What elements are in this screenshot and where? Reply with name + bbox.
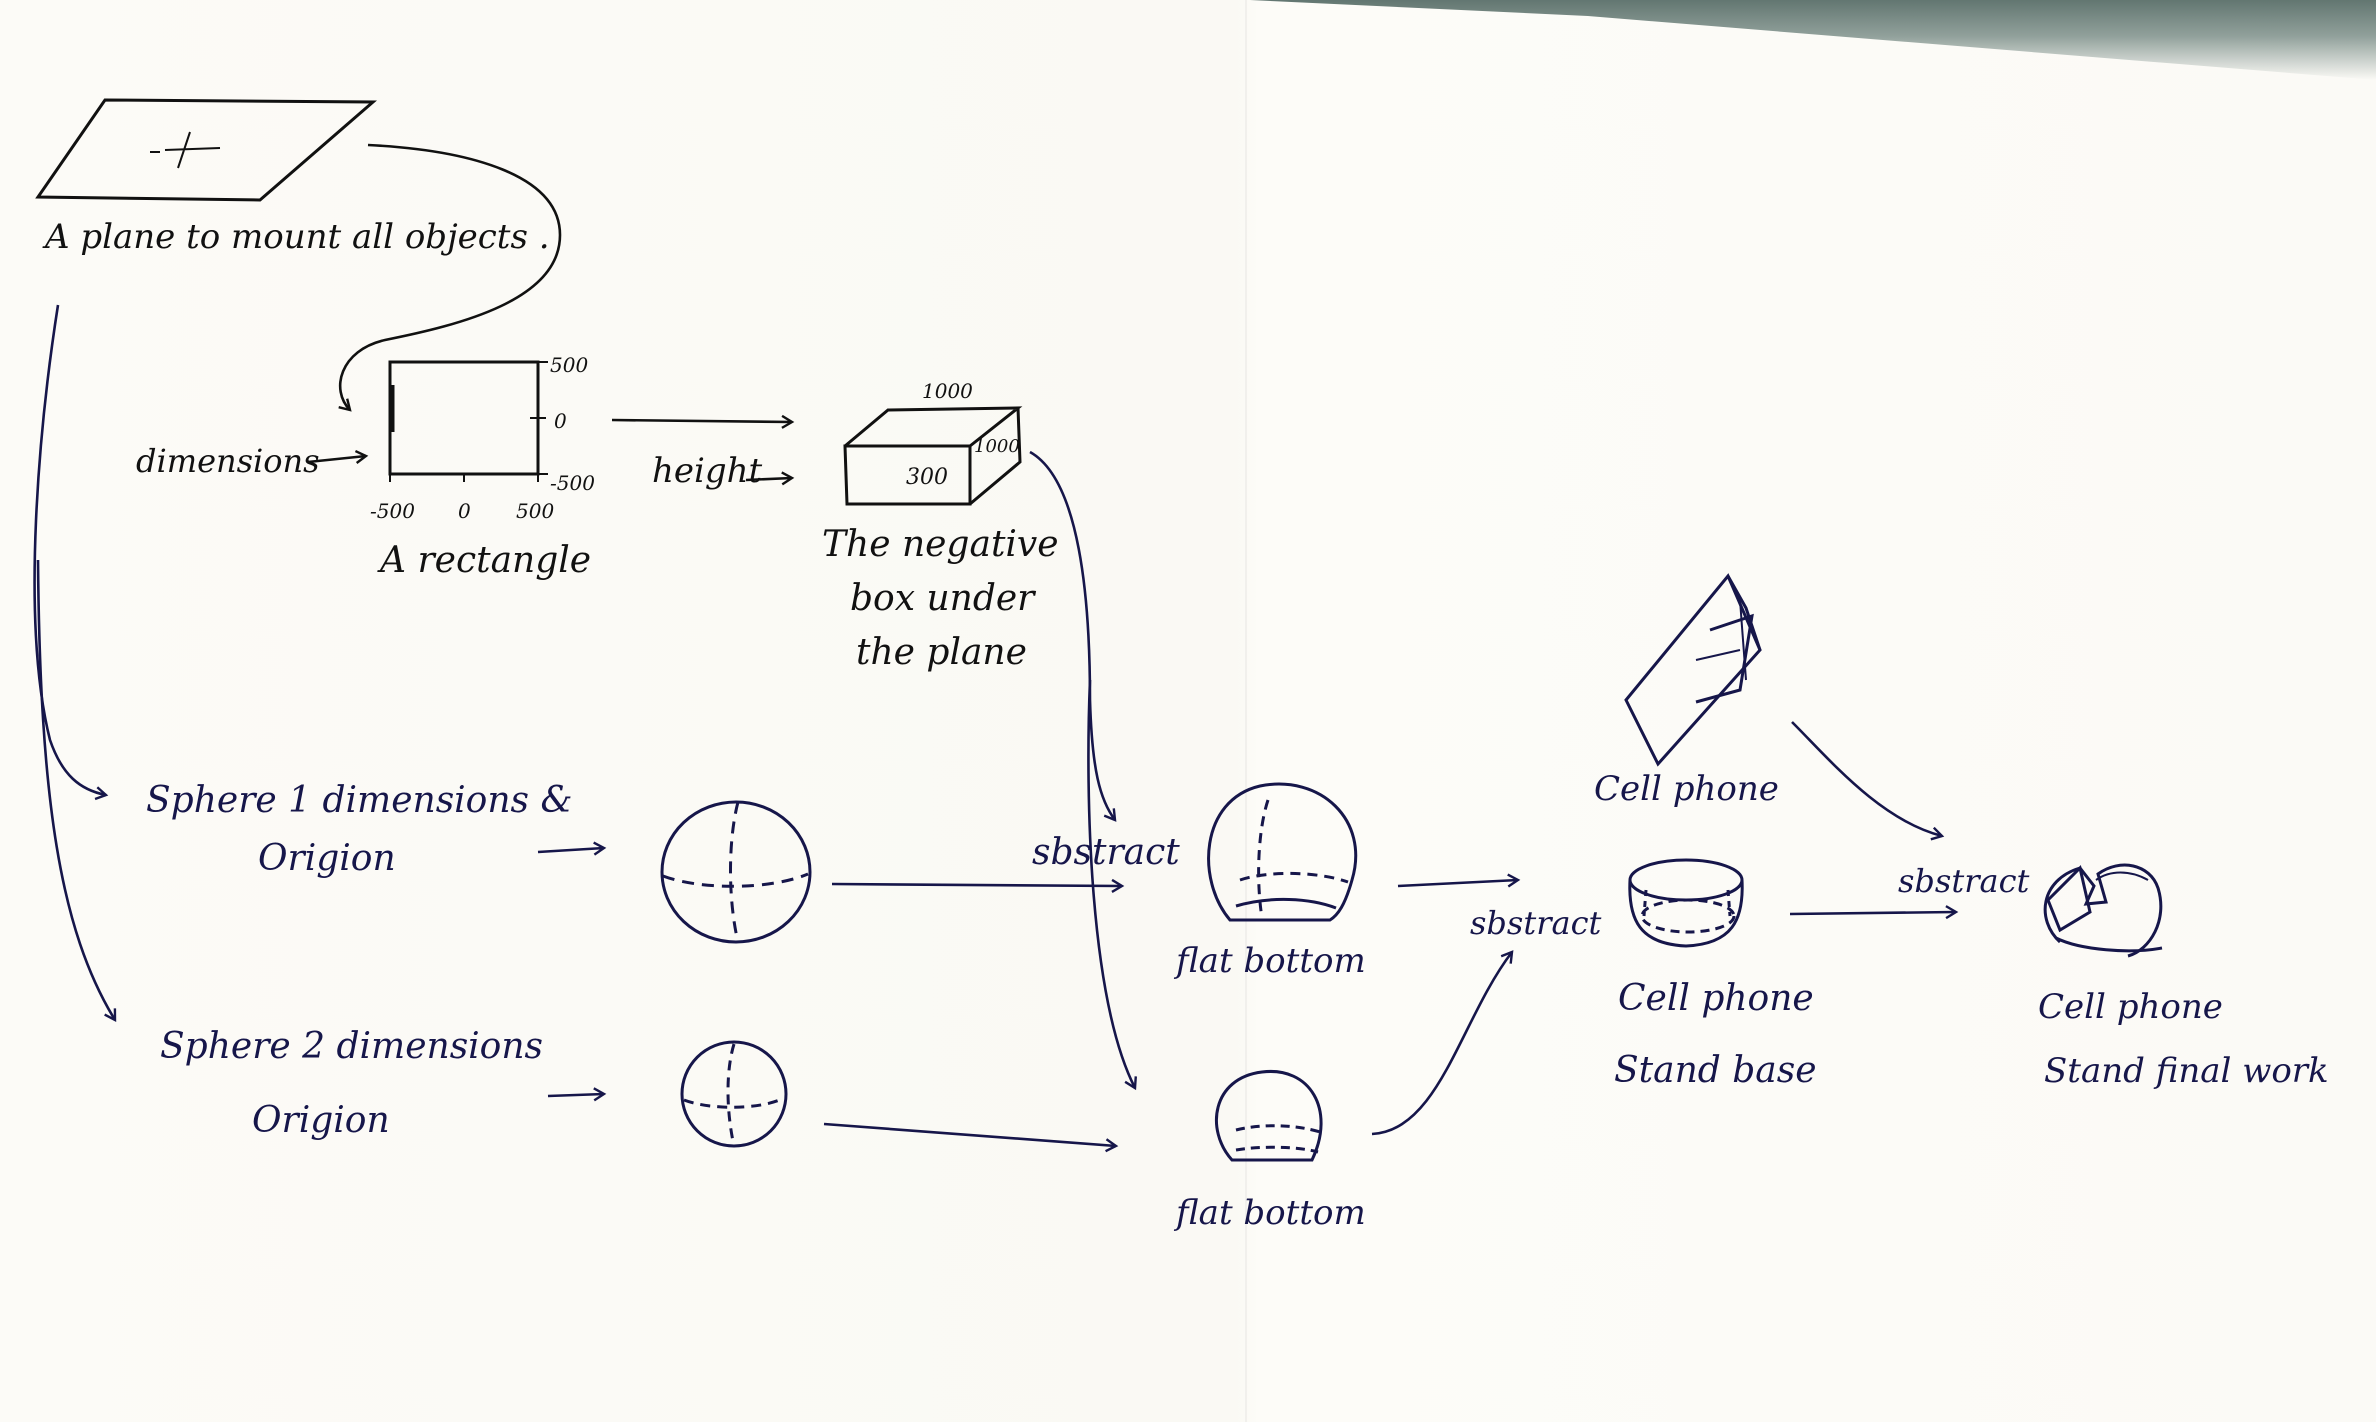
sphere1-to-flat-bottom-arrow: [831, 878, 1125, 893]
sphere2-label-1: Sphere 2 dimensions: [160, 1026, 543, 1067]
dimensions-arrow: [307, 449, 369, 464]
stand-base-label-2: Stand base: [1614, 1050, 1817, 1091]
plane-to-sphere2-arrow: [36, 559, 117, 1022]
sphere1-drawing: [660, 800, 812, 944]
box-to-flat-bottom-1-arrow: [1029, 450, 1117, 822]
box-to-flat-bottom-2-arrow: [1087, 679, 1137, 1091]
rectangle-to-box-arrow: [611, 414, 795, 429]
sphere2-to-flat-bottom-arrow: [823, 1122, 1119, 1153]
negative-box-label-3: the plane: [856, 632, 1027, 673]
sphere2-drawing: [680, 1040, 788, 1148]
rectangle-drawing: [388, 360, 548, 482]
sphere2-label-arrow: [547, 1087, 607, 1102]
paper-fold: [1245, 0, 1247, 1422]
rect-x-mid: 0: [458, 499, 471, 523]
flat-bottom-2-to-base-arrow: [1371, 950, 1514, 1136]
flat-bottom-1-label: flat bottom: [1173, 941, 1366, 981]
height-label: height: [652, 451, 763, 491]
cell-phone-drawing: [1624, 573, 1762, 767]
negative-box-label-1: The negative: [822, 524, 1059, 565]
rect-tick-bottom: -500: [550, 471, 595, 495]
box-front-label: 300: [906, 465, 948, 490]
sphere1-label-2: Origion: [258, 838, 396, 879]
plane-to-sphere1-arrow: [33, 304, 109, 801]
final-label-2: Stand final work: [2044, 1051, 2329, 1091]
dimensions-label: dimensions: [136, 442, 320, 480]
final-work-drawing: [2043, 863, 2163, 958]
sphere1-label-arrow: [537, 841, 607, 856]
stand-base-label-1: Cell phone: [1618, 978, 1814, 1019]
flat-bottom-2-drawing: [1215, 1069, 1323, 1162]
sphere1-label-1: Sphere 1 dimensions &: [146, 780, 573, 821]
box-top-label: 1000: [922, 379, 973, 403]
rectangle-label: A rectangle: [377, 540, 591, 581]
base-to-final-arrow: [1789, 905, 1959, 920]
height-arrow: [745, 471, 795, 486]
rect-x-left: -500: [370, 499, 415, 523]
flat-bottom-1-to-base-arrow: [1397, 873, 1521, 888]
flat-bottom-2-label: flat bottom: [1173, 1193, 1366, 1233]
subtract-label-3: sbstract: [1898, 862, 2029, 900]
negative-box-drawing: [843, 406, 1023, 506]
flat-bottom-1-drawing: [1207, 782, 1358, 922]
cell-phone-to-final-arrow: [1791, 721, 1945, 841]
plane-label: A plane to mount all objects .: [42, 217, 550, 257]
rect-tick-mid: 0: [554, 409, 567, 433]
box-side-label: 1000: [974, 436, 1020, 457]
stand-base-drawing: [1628, 858, 1744, 948]
sphere2-label-2: Origion: [252, 1100, 390, 1141]
rect-x-right: 500: [516, 499, 554, 523]
rect-tick-top: 500: [550, 353, 588, 377]
cell-phone-label: Cell phone: [1594, 769, 1779, 809]
plane-drawing: [35, 98, 377, 202]
subtract-label-1: sbstract: [1032, 832, 1180, 873]
subtract-label-2: sbstract: [1470, 904, 1601, 942]
negative-box-label-2: box under: [850, 578, 1036, 619]
plane-to-rectangle-arrow: [338, 143, 562, 412]
final-label-1: Cell phone: [2038, 987, 2223, 1027]
